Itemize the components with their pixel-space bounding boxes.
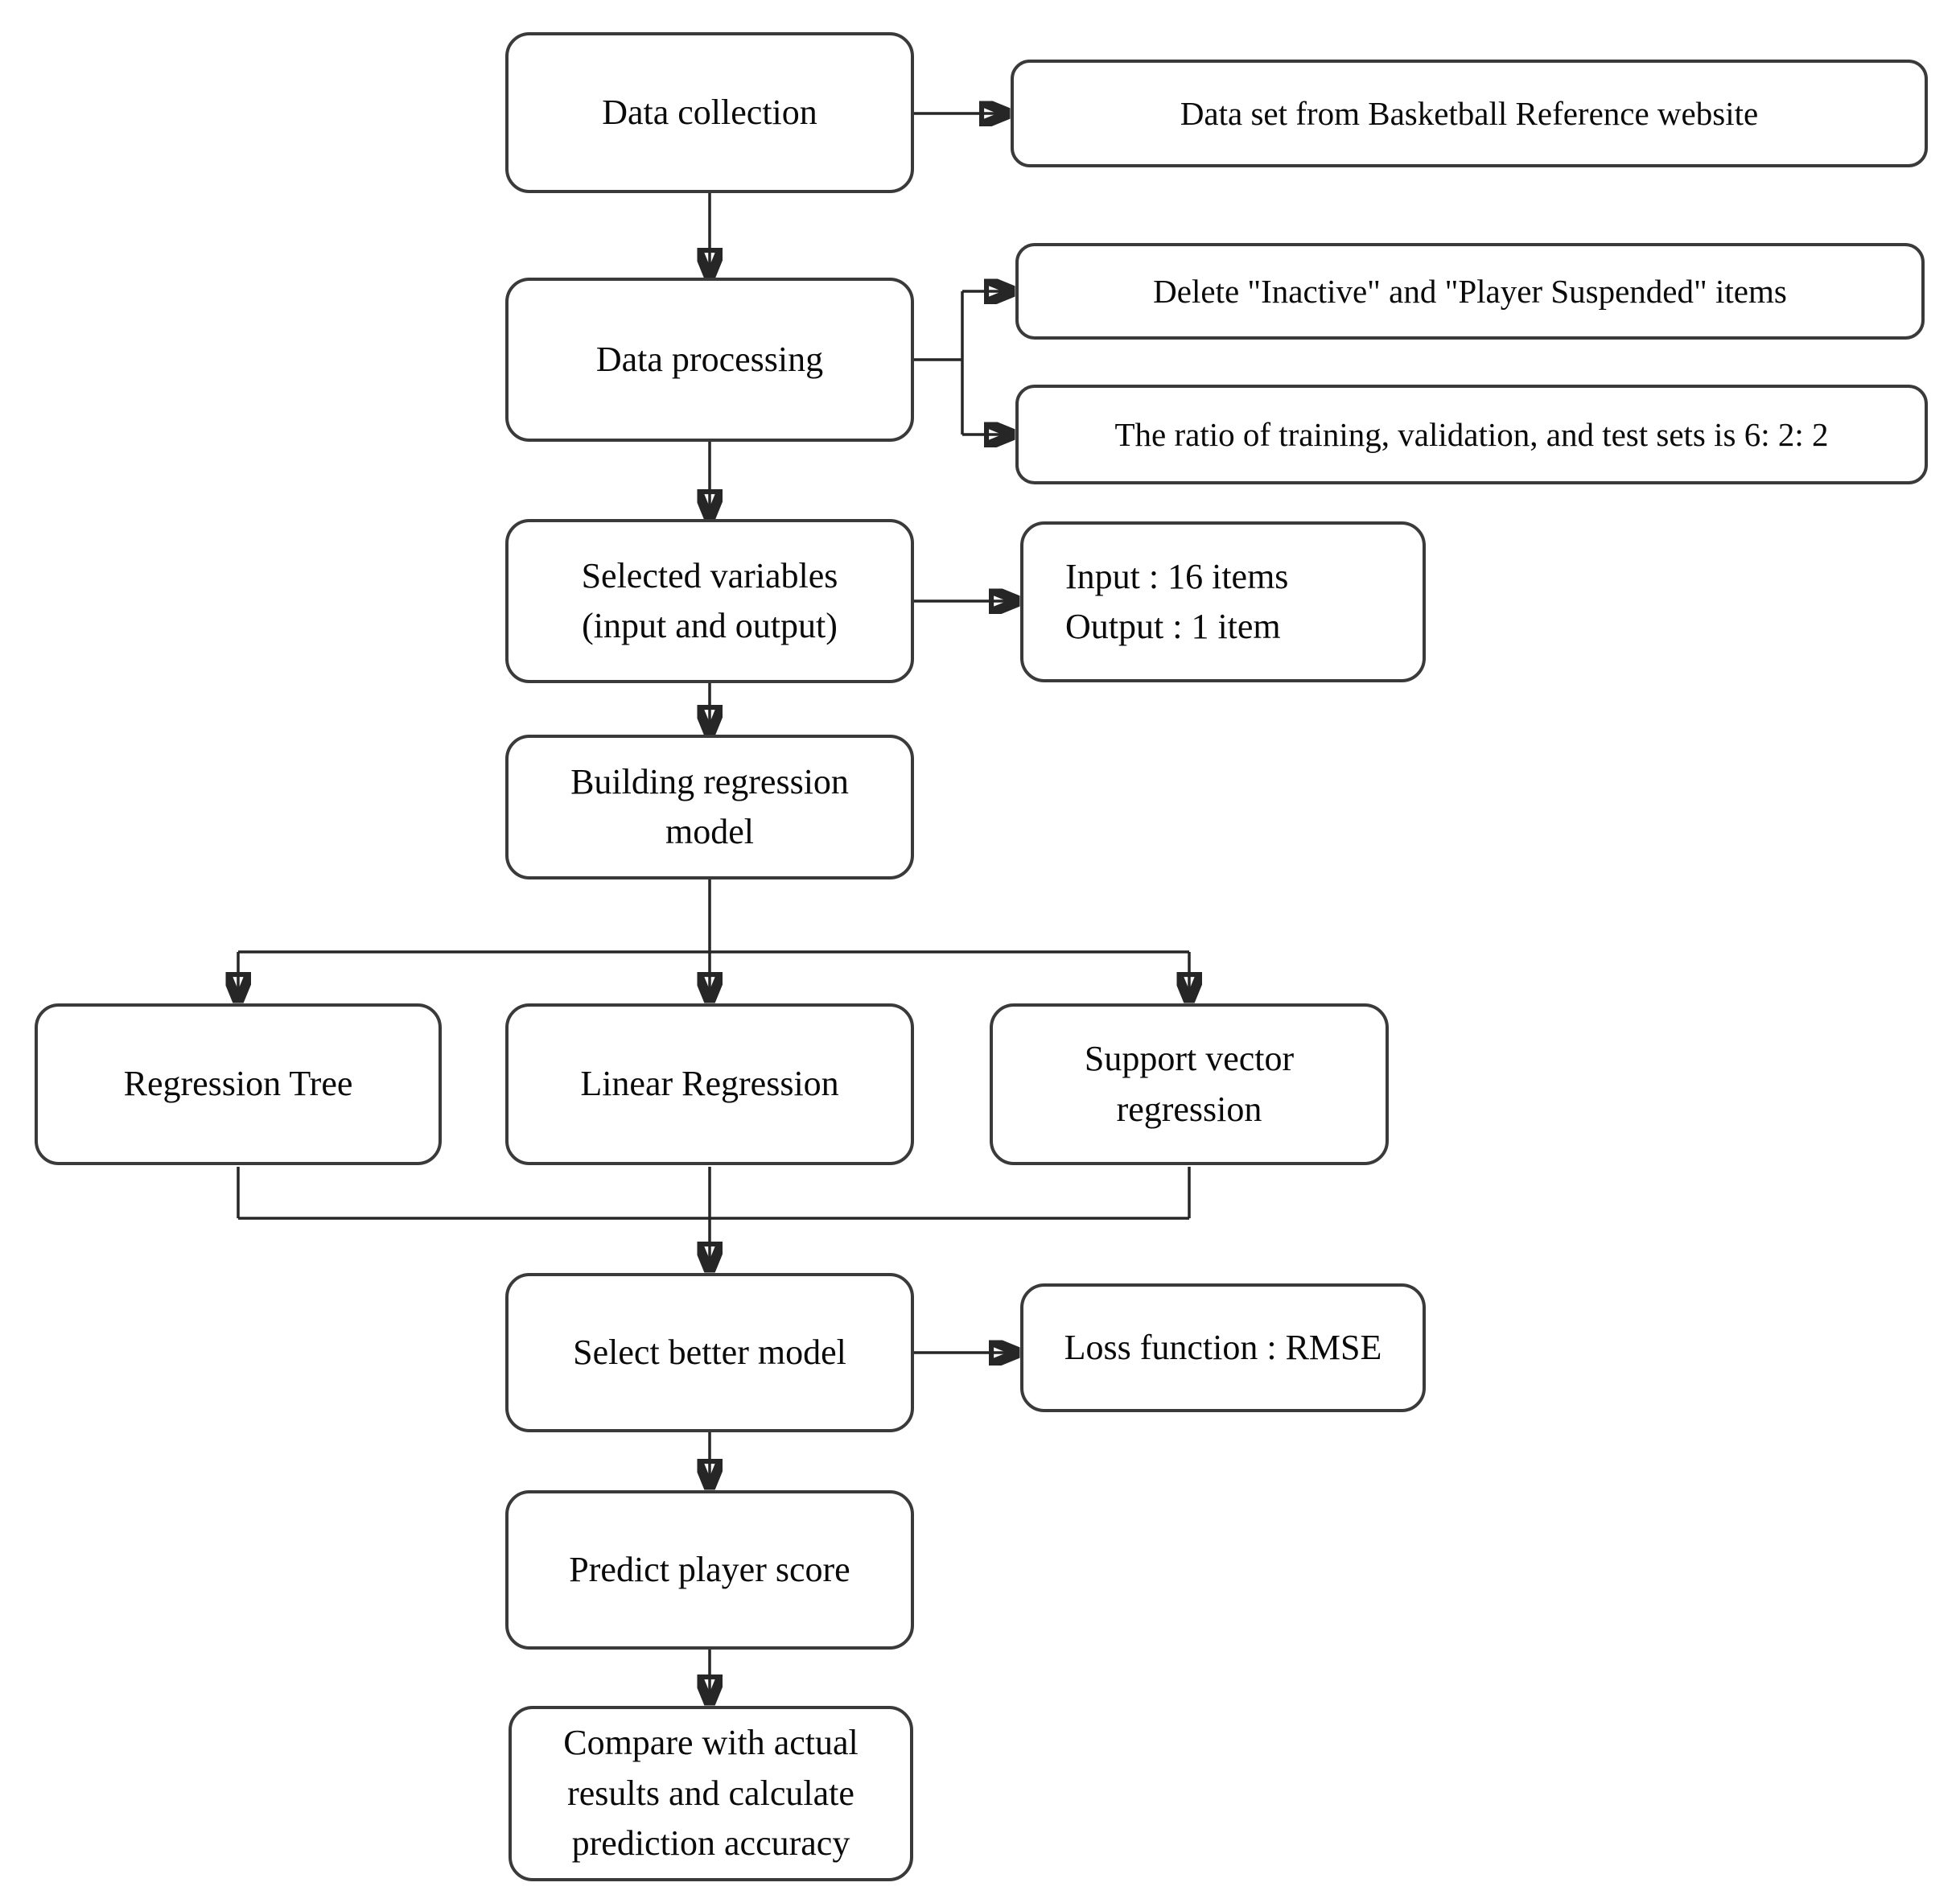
node-regression-tree: Regression Tree (35, 1003, 442, 1165)
node-selected-variables-label: Selected variables (input and output) (581, 555, 838, 645)
node-data-collection-label: Data collection (602, 92, 817, 132)
node-building-model-label: Building regression model (570, 761, 849, 851)
node-predict-score: Predict player score (505, 1490, 914, 1650)
node-svr: Support vector regression (990, 1003, 1389, 1165)
node-split-ratio: The ratio of training, validation, and t… (1015, 385, 1928, 484)
node-regression-tree-label: Regression Tree (123, 1064, 353, 1104)
node-data-processing: Data processing (505, 278, 914, 442)
node-compare: Compare with actual results and calculat… (509, 1706, 913, 1881)
node-dataset-source-label: Data set from Basketball Reference websi… (1180, 94, 1759, 132)
node-data-collection: Data collection (505, 32, 914, 193)
node-data-processing-label: Data processing (595, 339, 824, 379)
node-input-output: Input : 16 items Output : 1 item (1020, 521, 1426, 682)
node-select-better-label: Select better model (573, 1332, 846, 1372)
node-split-ratio-label: The ratio of training, validation, and t… (1114, 415, 1829, 453)
node-loss-function-label: Loss function : RMSE (1064, 1327, 1382, 1367)
node-linear-regression: Linear Regression (505, 1003, 914, 1165)
node-compare-label: Compare with actual results and calculat… (563, 1723, 859, 1864)
node-delete-items: Delete "Inactive" and "Player Suspended"… (1015, 243, 1925, 340)
node-dataset-source: Data set from Basketball Reference websi… (1011, 60, 1928, 167)
node-predict-score-label: Predict player score (569, 1549, 850, 1589)
node-svr-label: Support vector regression (1084, 1039, 1295, 1129)
node-input-output-label: Input : 16 items Output : 1 item (1065, 556, 1289, 646)
node-select-better: Select better model (505, 1273, 914, 1432)
node-selected-variables: Selected variables (input and output) (505, 519, 914, 683)
node-linear-regression-label: Linear Regression (580, 1064, 839, 1104)
node-loss-function: Loss function : RMSE (1020, 1283, 1426, 1412)
node-building-model: Building regression model (505, 735, 914, 879)
node-delete-items-label: Delete "Inactive" and "Player Suspended"… (1153, 272, 1787, 310)
